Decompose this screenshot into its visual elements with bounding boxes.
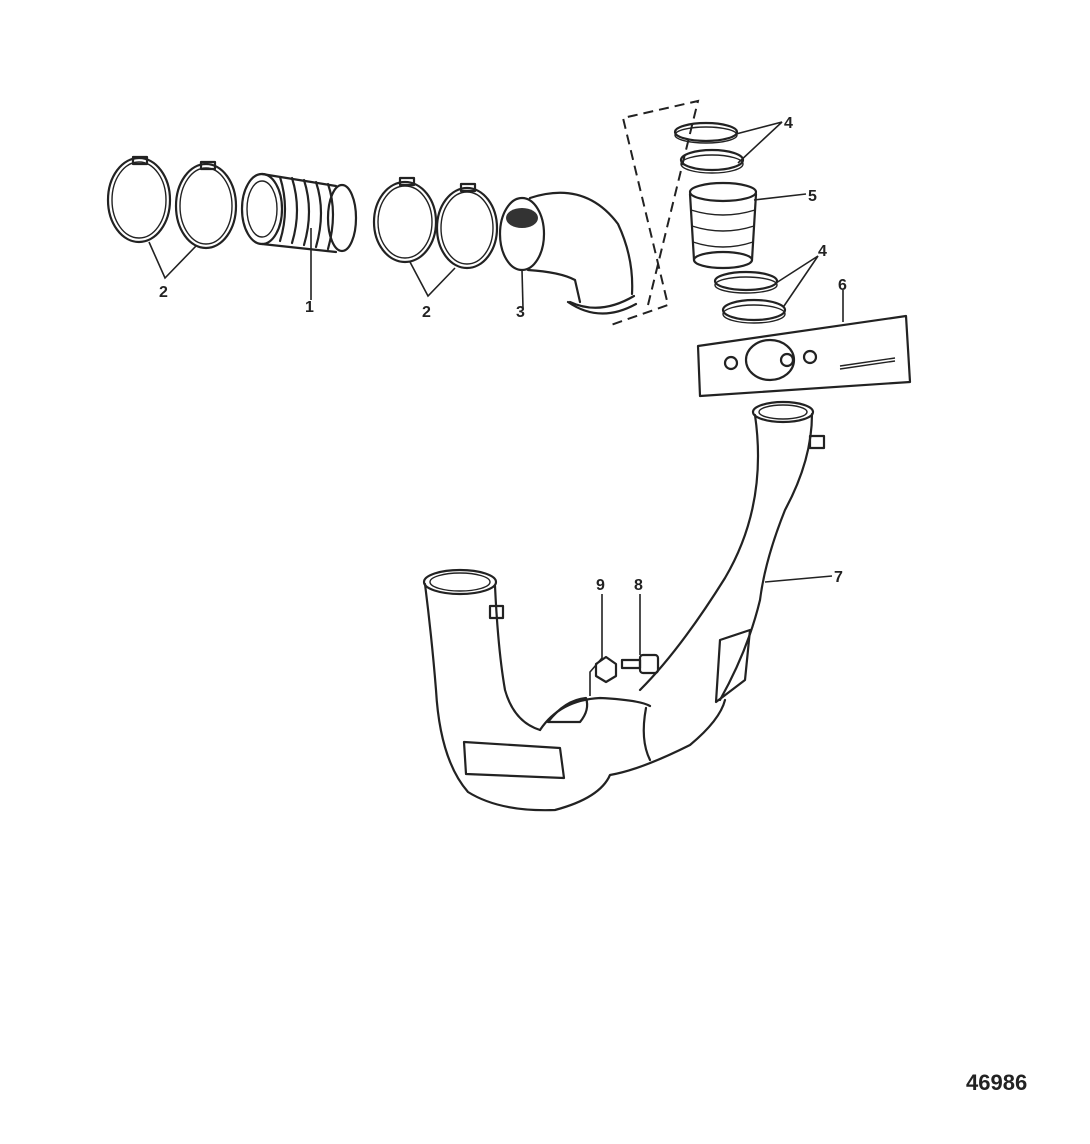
exhaust-bellows (240, 172, 358, 254)
bolt (620, 653, 660, 675)
callout-4-upper: 4 (784, 115, 793, 132)
exhaust-y-pipe (422, 400, 826, 812)
callout-4-lower: 4 (818, 243, 827, 260)
callout-5: 5 (808, 188, 817, 205)
callout-2-left: 2 (159, 284, 168, 301)
callout-6: 6 (838, 277, 847, 294)
callout-7: 7 (834, 569, 843, 586)
hose-clamp-center-2 (435, 182, 499, 270)
leader-3 (521, 269, 524, 309)
nut (594, 655, 618, 684)
callout-1: 1 (305, 299, 314, 316)
hose-clamp-left-2 (174, 160, 238, 250)
hose-clamp-upper-2 (679, 148, 745, 174)
exhaust-elbow (498, 191, 638, 315)
diagram-number: 46986 (966, 1070, 1028, 1095)
leader-4b (775, 255, 819, 307)
leader-7 (764, 575, 833, 583)
leader-4a (735, 121, 783, 164)
callout-3: 3 (516, 304, 525, 321)
callout-2-center: 2 (422, 304, 431, 321)
hose-clamp-lower-1 (713, 270, 779, 294)
vertical-exhaust-bellows (688, 181, 758, 270)
kit-boundary (607, 99, 700, 327)
callout-9: 9 (596, 577, 605, 594)
leader-2a (148, 241, 197, 280)
leader-9 (589, 594, 603, 696)
hose-clamp-lower-2 (721, 298, 787, 324)
leader-2b (409, 261, 456, 298)
leader-5 (753, 193, 807, 201)
hose-clamp-center-1 (372, 176, 438, 264)
hose-clamp-left-1 (106, 155, 172, 244)
callout-8: 8 (634, 577, 643, 594)
gasket (696, 314, 912, 398)
hose-clamp-upper-1 (673, 121, 739, 144)
